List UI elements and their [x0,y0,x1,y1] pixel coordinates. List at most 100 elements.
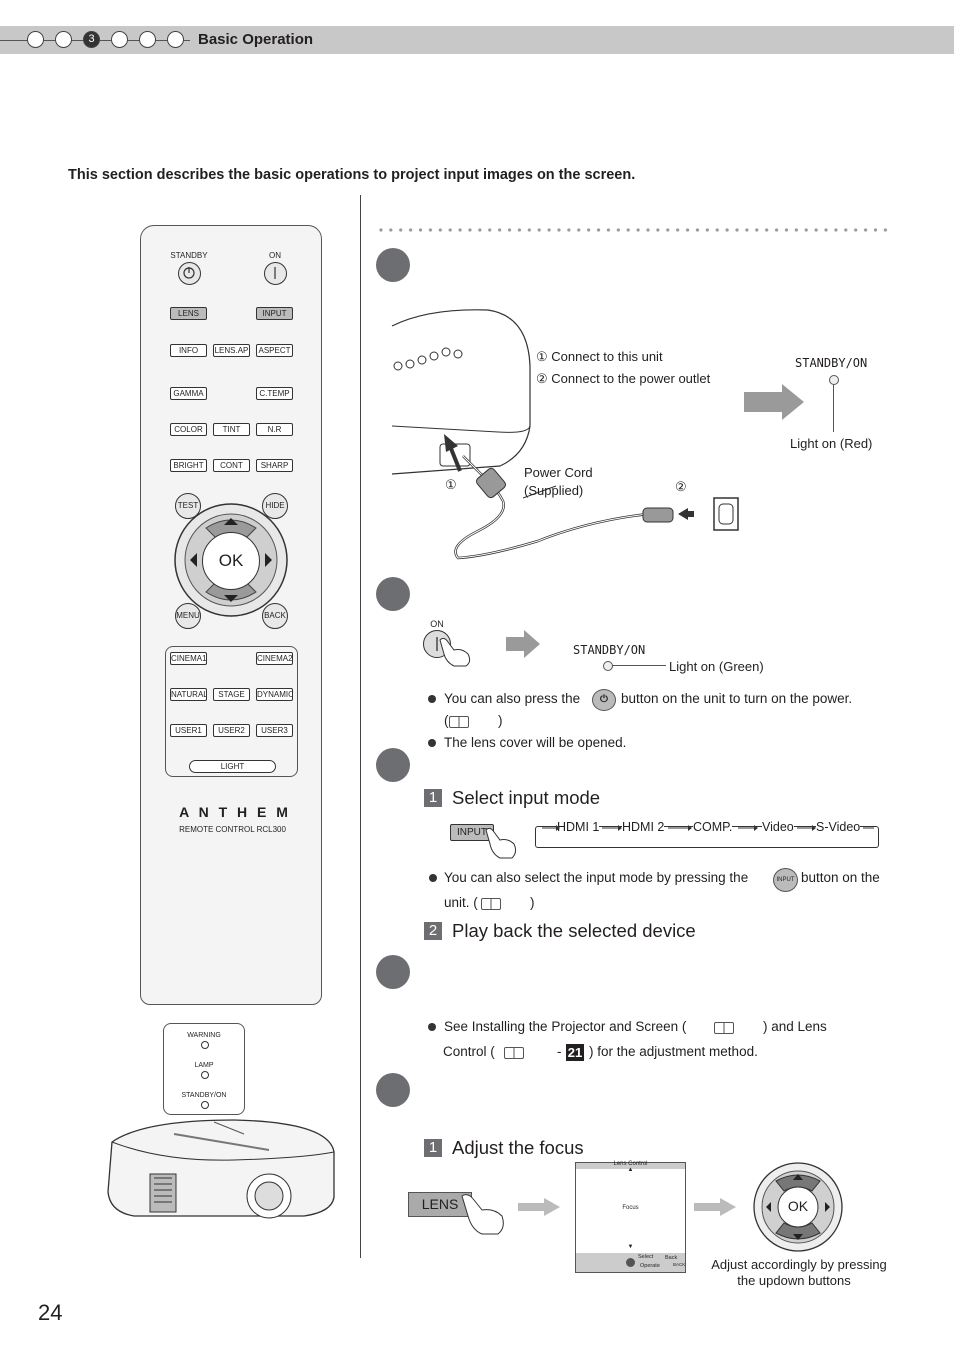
screen-back-key: BACK [673,1262,686,1267]
light-red-label: Light on (Red) [790,436,873,451]
remote-nr-button[interactable]: N.R [256,423,293,436]
installing-note-mid: ) and Lens [763,1019,827,1034]
bullet [428,739,436,747]
power-connection-illustration [391,309,739,560]
remote-lens-button[interactable]: LENS [170,307,207,320]
input-mode-hdmi2: HDMI 2 [622,820,665,834]
remote-natural-button[interactable]: NATURAL [170,688,207,701]
page-number: 24 [38,1300,63,1325]
pressing-hand-icon [485,827,517,859]
lens-cover-note: The lens cover will be opened. [444,735,627,750]
pressing-hand-icon [461,1194,504,1235]
input-note-post: button on the [801,870,880,885]
projector-illustration [107,1119,335,1219]
remote-on-button[interactable] [264,262,287,285]
standby-on-button-icon: ⏻ [592,689,616,711]
lens-button-illustration: LENS [408,1192,472,1217]
adjust-caption-line2: the updown buttons [737,1273,851,1288]
indicator-callout [163,1023,245,1115]
installing-note-pre: See Installing the Projector and Screen … [444,1019,687,1034]
screen-operate-label: Operate [640,1263,660,1269]
standby-indicator-led [201,1101,209,1109]
ok-label: OK [787,1198,809,1214]
remote-standby-label: STANDBY [170,251,208,260]
remote-stage-button[interactable]: STAGE [213,688,250,701]
remote-ok-button[interactable]: OK [202,532,260,590]
remote-info-button[interactable]: INFO [170,344,207,357]
remote-cinema2-button[interactable]: CINEMA2 [256,652,293,665]
remote-test-button[interactable]: TEST [175,493,201,519]
step-marker-3 [376,748,410,782]
pressing-hand-icon [439,637,471,667]
standby-on-label-1: STANDBY/ON [795,356,868,370]
remote-bright-button[interactable]: BRIGHT [170,459,207,472]
remote-picture-mode-panel [165,646,298,777]
book-icon [714,1022,734,1034]
input-note-pre: You can also select the input mode by pr… [444,870,749,885]
remote-aspect-button[interactable]: ASPECT [256,344,293,357]
remote-hide-button[interactable]: HIDE [262,493,288,519]
screen-up-arrow-icon: ▲ [627,1167,634,1173]
remote-input-button[interactable]: INPUT [256,307,293,320]
remote-sharp-button[interactable]: SHARP [256,459,293,472]
remote-back-button[interactable]: BACK [262,603,288,629]
remote-brand-logo: A N T H E M [179,804,291,820]
step-marker-2 [376,577,410,611]
arrow-right-icon [518,1198,560,1216]
power-note-pre: You can also press the [444,691,581,706]
remote-menu-button[interactable]: MENU [175,603,201,629]
section-title: Basic Operation [198,31,314,48]
standby-led-green [603,661,613,671]
arrow-right-icon [694,1198,736,1216]
step-marker-5 [376,1073,410,1107]
lens-control-pre: Control ( [443,1044,495,1059]
arrow-right-icon [506,630,540,658]
remote-on-label: ON [269,251,281,260]
substep-number: 1 [424,1139,442,1157]
lens-control-post: ) for the adjustment method. [589,1044,758,1059]
lamp-indicator-label: LAMP [194,1062,214,1069]
remote-lensap-button[interactable]: LENS.AP [213,344,250,357]
substep-number: 1 [424,789,442,807]
remote-user2-button[interactable]: USER2 [213,724,250,737]
remote-tint-button[interactable]: TINT [213,423,250,436]
on-icon [436,637,438,651]
remote-dynamic-button[interactable]: DYNAMIC [256,688,293,701]
remote-ctemp-button[interactable]: C.TEMP [256,387,293,400]
connect-unit-text: ① Connect to this unit [536,349,663,364]
warning-indicator-led [201,1041,209,1049]
adjust-caption-line1: Adjust accordingly by pressing [711,1257,887,1272]
light-green-label: Light on (Green) [669,659,764,674]
connect-outlet-text: ② Connect to the power outlet [536,371,711,386]
lamp-indicator-led [201,1071,209,1079]
bullet [429,874,437,882]
step-marker-1 [376,248,410,282]
input-cycle-arrows [542,825,874,831]
input-note-line2-pre: unit. ( [444,895,478,910]
screen-title: Lens Control [613,1161,648,1167]
led-leader-line [833,384,834,432]
playback-heading: Play back the selected device [452,920,696,941]
input-button-icon: INPUT [773,868,798,892]
remote-light-button[interactable]: LIGHT [189,760,276,773]
remote-user1-button[interactable]: USER1 [170,724,207,737]
ref-open: ( [444,713,449,728]
remote-gamma-button[interactable]: GAMMA [170,387,207,400]
power-icon [183,267,195,279]
remote-user3-button[interactable]: USER3 [256,724,293,737]
screen-back-label: Back [665,1255,678,1261]
screen-ok-icon [626,1258,635,1267]
remote-cont-button[interactable]: CONT [213,459,250,472]
input-mode-video: Video [762,820,794,834]
screen-select-label: Select [638,1254,654,1260]
book-icon [481,898,501,910]
bullet [428,695,436,703]
book-icon [504,1047,524,1059]
remote-cinema1-button[interactable]: CINEMA1 [170,652,207,665]
page-ref-badge: 21 [566,1044,584,1061]
remote-color-button[interactable]: COLOR [170,423,207,436]
power-cord-label: Power Cord [524,465,593,480]
input-note-line2-post: ) [530,895,535,910]
remote-standby-button[interactable] [178,262,201,285]
chapter-marker-1 [27,31,44,48]
